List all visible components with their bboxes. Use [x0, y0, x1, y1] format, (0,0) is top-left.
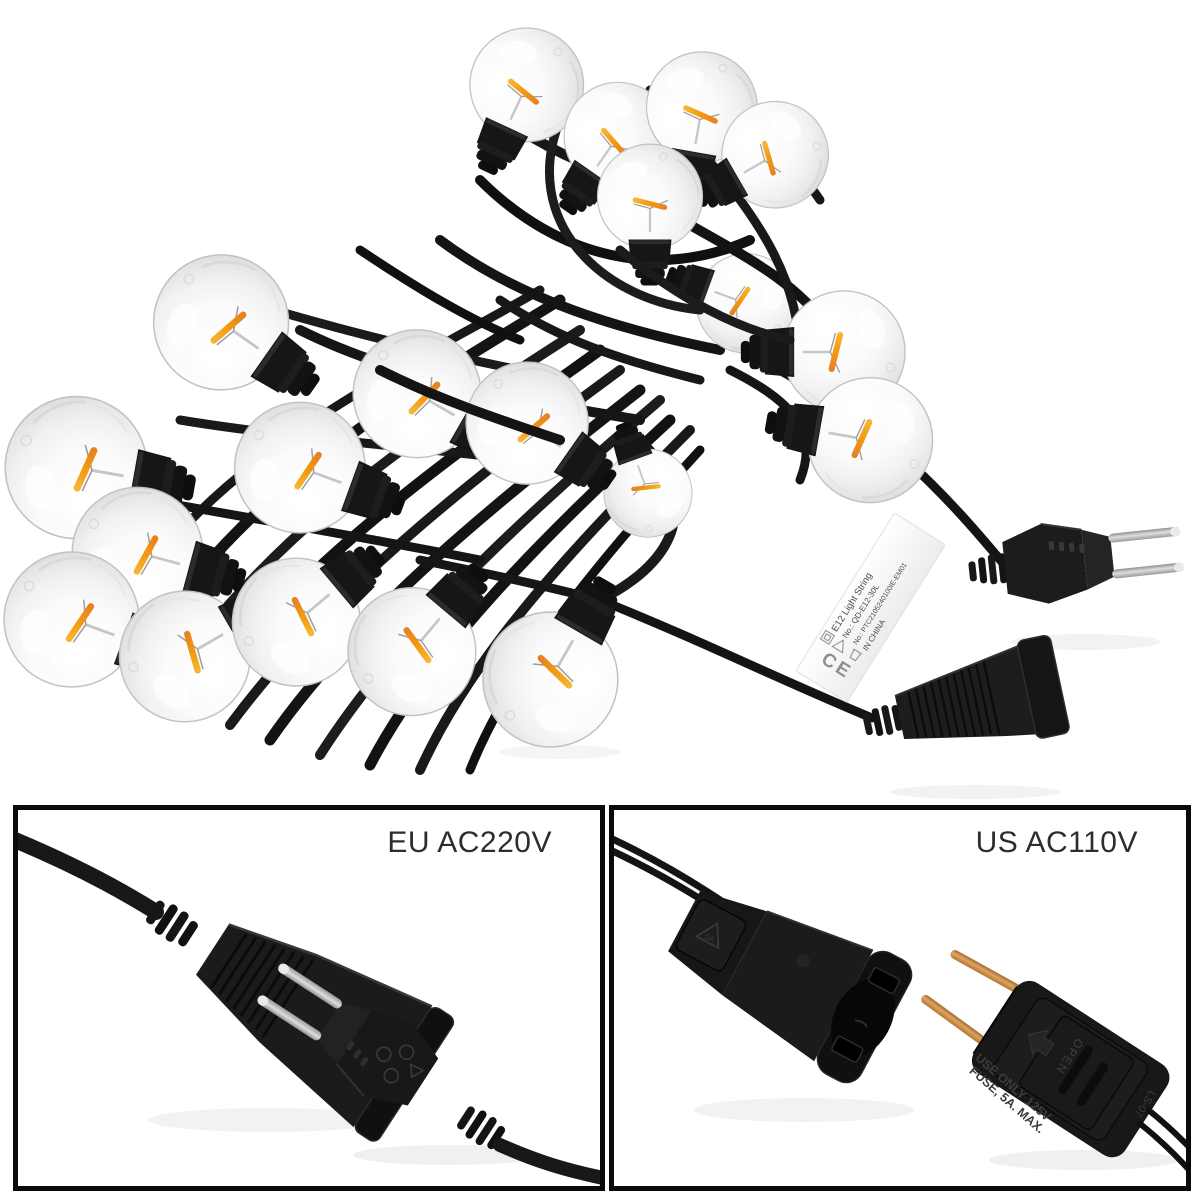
double-insulation-icon [819, 629, 836, 646]
female-connector-top [862, 634, 1070, 739]
eu-plug-pin [257, 995, 322, 1041]
eu-socket-cord [18, 832, 164, 920]
eu-plug-vent-marks [1048, 540, 1085, 553]
eu-panel-illustration [18, 832, 600, 1185]
eu-plug-cert-embosses [376, 1044, 426, 1084]
us-panel-title: US AC110V [975, 826, 1138, 859]
string-light-bulb [596, 142, 704, 287]
connector-grip-ridges [907, 660, 1001, 739]
wire-tangle-front [355, 245, 795, 445]
eu-male-plug [257, 963, 439, 1106]
us-female-socket: 5A [668, 890, 913, 1084]
us-plug-cord [1137, 1107, 1186, 1186]
eu-plug-pin [278, 963, 342, 1009]
eu-plug-pin [1112, 562, 1184, 579]
us-variant-panel: US AC110V 5A [609, 805, 1191, 1191]
string-lights-scene: CE E12 Light String No.: QD-E12-30L No.:… [0, 8, 1184, 799]
us-panel-illustration: 5A [614, 835, 1186, 1186]
eu-variant-panel: EU AC220V [13, 805, 605, 1191]
eu-female-socket [196, 923, 455, 1142]
eu-socket-grip-ridges [210, 932, 315, 1039]
eu-plug-strain-relief [457, 1106, 506, 1150]
us-socket-slot [867, 966, 901, 995]
recycling-triangle-icon [831, 639, 844, 654]
amp-mark-text: 5A [703, 931, 717, 945]
us-plug-cover-plate: OPEN [1019, 1015, 1134, 1130]
eu-panel-title: EU AC220V [387, 826, 552, 859]
eu-plug-vent-slots [346, 1040, 369, 1067]
us-plug-pin [921, 995, 988, 1046]
spec-label-tag: CE E12 Light String No.: QD-E12-30L No.:… [796, 513, 946, 703]
us-socket-slot [831, 1035, 864, 1063]
open-arrow-icon [1027, 1029, 1055, 1057]
weee-bin-icon [849, 648, 863, 662]
us-plug-pin [950, 950, 1022, 994]
string-light-bulbs [0, 8, 944, 774]
us-socket-amp-triangle: 5A [694, 922, 720, 950]
eu-socket-strain-relief [146, 900, 198, 947]
us-male-plug: OPEN USE ONLY 125V FUSE, 5A. MAX. LS-07 [921, 950, 1186, 1186]
eu-plug-top [968, 523, 1184, 604]
eu-plug-pin [1108, 526, 1181, 543]
string-light-bulb [753, 358, 944, 514]
eu-plug-cord [493, 1138, 600, 1185]
